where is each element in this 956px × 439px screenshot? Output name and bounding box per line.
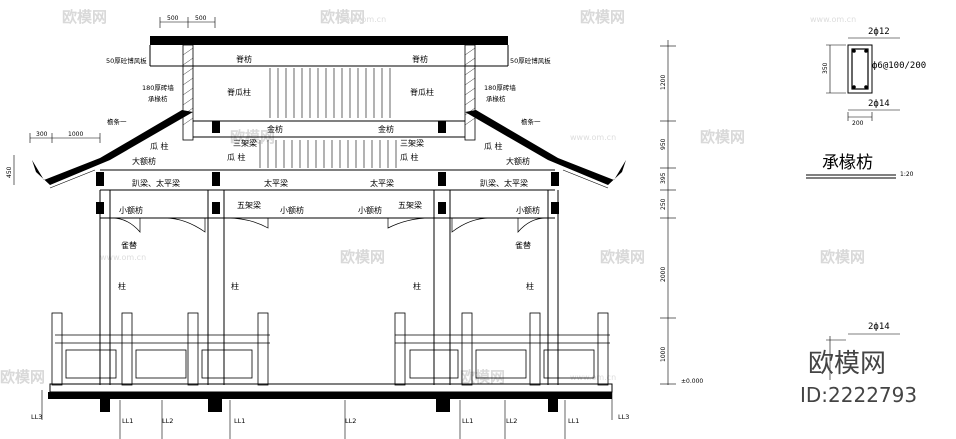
label-rafter-purlin-left: 承椽枋 [148,94,168,103]
right-dimensions: 1200 950 395 250 2000 1000 ±0.000 [660,40,703,385]
label-column-4: 柱 [526,281,534,291]
label-melon-left-1: 瓜 柱 [150,141,169,151]
brand-overlay: 欧模网 ID:2222793 [800,349,917,407]
elevation-labels: 50厚砼博风板 50厚砼博风板 脊枋 脊枋 180厚砖墙 180厚砖墙 承椽枋 … [31,54,629,425]
label-que-right: 雀替 [515,240,531,250]
section-title: 承椽枋 [822,153,873,173]
label-que-left: 雀替 [121,240,137,250]
section-height: 350 [822,62,829,74]
ridge-board [150,36,508,45]
dim-450: 450 [6,166,13,178]
label-column-3: 柱 [413,281,421,291]
watermark-url: www.om.cn [100,253,146,262]
label-ll2-a: LL2 [162,417,173,425]
brand-logo-text: 欧模网 [808,349,886,379]
watermark-text: 欧模网 [580,8,625,26]
label-ridge-post-left: 脊瓜柱 [227,87,251,97]
watermark-url: www.om.cn [570,373,616,382]
label-board-right: 50厚砼博风板 [510,56,551,65]
watermark-url: www.om.cn [570,133,616,142]
right-dim-3: 395 [660,172,667,184]
label-beam-left: 趴梁、太平梁 [132,178,180,188]
label-wall-right: 180厚砖墙 [484,83,516,92]
watermark-text: 欧模网 [460,368,505,386]
label-rafter-purlin-right: 承椽枋 [486,94,506,103]
dim-1000: 1000 [68,131,83,138]
columns [99,190,559,385]
watermark-text: 欧模网 [700,128,745,146]
top-dimension: 500 500 [159,15,216,28]
brand-id: ID:2222793 [800,383,917,407]
label-small-left-1: 小额枋 [119,205,143,215]
section2-top-rebar: 2ф14 [868,322,890,332]
label-melon-right-1: 瓜 柱 [400,152,419,162]
label-eave-right: 檐条一 [521,117,541,126]
watermark-text: 欧模网 [0,368,45,386]
label-ll2-c: LL2 [506,417,517,425]
balustrade [51,312,610,386]
section-width: 200 [852,120,864,127]
label-three-beam-right: 三架梁 [400,139,424,148]
label-board-left: 50厚砼博风板 [106,56,147,65]
label-jin-left: 金枋 [267,124,283,134]
label-column-2: 柱 [231,281,239,291]
ground-level: ±0.000 [681,378,703,385]
label-ll3-left: LL3 [31,413,42,421]
label-ridge-post-right: 脊瓜柱 [410,87,434,97]
label-ll1-b: LL1 [234,417,245,425]
section-top-rebar: 2ф12 [868,27,890,37]
label-taiping-right: 太平梁 [370,178,394,188]
dim-300: 300 [36,131,48,138]
label-jin-right: 金枋 [378,124,394,134]
label-wall-left: 180厚砖墙 [142,83,174,92]
right-dim-6: 1000 [660,347,667,362]
section-scale: 1:20 [900,171,914,178]
watermark-text: 欧模网 [600,248,645,266]
label-small-right-1: 小额枋 [358,205,382,215]
label-big-purlin-left: 大额枋 [132,156,156,166]
brackets [111,217,547,233]
label-eave-left: 檐条一 [107,117,127,126]
section-stirrup: ф6@100/200 [872,61,926,71]
label-five-beam-left: 五架梁 [237,201,261,210]
label-small-left-2: 小额枋 [280,205,304,215]
right-dim-1: 1200 [660,75,667,90]
label-small-right-2: 小额枋 [516,205,540,215]
label-column-1: 柱 [118,281,126,291]
section-bottom-rebar: 2ф14 [868,99,890,109]
label-melon-left-2: 瓜 柱 [227,152,246,162]
label-melon-right-2: 瓜 柱 [484,141,503,151]
label-three-beam-left: 三架梁 [233,139,257,148]
top-dim-1: 500 [167,15,179,22]
label-ll1-d: LL1 [568,417,579,425]
section-detail: 2ф12 ф6@100/200 350 2ф14 200 承椽枋 1:20 2ф… [806,27,926,380]
top-dim-2: 500 [195,15,207,22]
watermark-url: www.om.cn [340,15,386,24]
watermark-url: www.om.cn [810,15,856,24]
label-big-purlin-right: 大额枋 [506,156,530,166]
right-dim-4: 250 [660,198,667,210]
label-ridge-purlin-left: 脊枋 [236,54,252,64]
watermark-text: 欧模网 [320,8,365,26]
label-ll2-b: LL2 [345,417,356,425]
label-ll1-c: LL1 [462,417,473,425]
label-ridge-purlin-right: 脊枋 [412,54,428,64]
watermark-text: 欧模网 [340,248,385,266]
right-dim-2: 950 [660,138,667,150]
label-taiping-left: 太平梁 [264,178,288,188]
right-dim-5: 2000 [660,267,667,282]
watermark-layer: 欧模网 欧模网 欧模网 www.om.cn www.om.cn 欧模网 欧模网 … [0,8,865,386]
platform [41,383,613,439]
label-ll1-a: LL1 [122,417,133,425]
left-dimensions: 300 1000 450 [6,131,101,185]
label-five-beam-right: 五架梁 [398,201,422,210]
watermark-text: 欧模网 [62,8,107,26]
label-ll3-right: LL3 [618,413,629,421]
label-beam-right: 趴梁、太平梁 [480,178,528,188]
watermark-text: 欧模网 [820,248,865,266]
